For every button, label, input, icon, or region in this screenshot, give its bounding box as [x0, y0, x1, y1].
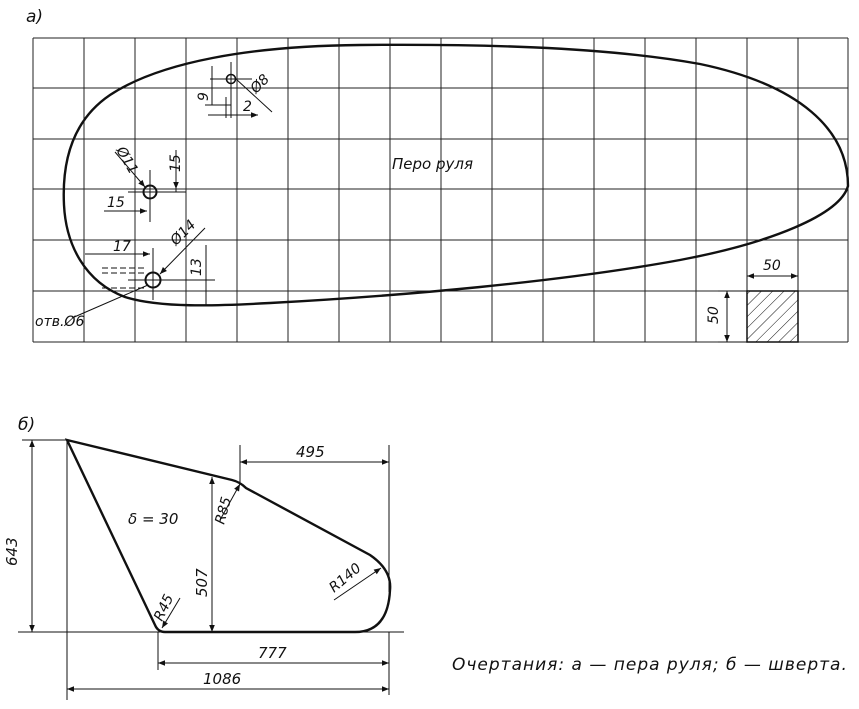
- dim-643: 643: [3, 537, 21, 566]
- rudder-blade-outline: [62, 43, 850, 307]
- dim-r45: R45: [151, 592, 177, 624]
- figure-caption: Очертания: а — пера руля; б — шверта.: [452, 655, 848, 675]
- part-a-diagram: а): [26, 7, 850, 343]
- hole-d14: Ø14 17 13 отв.Ø6: [35, 217, 215, 330]
- part-b-diagram: б) 643 507 R85 495 R140 R45 δ = 30 777: [3, 415, 404, 700]
- hole-d8: 9 2 Ø8: [196, 62, 273, 118]
- scale-height-label: 50: [706, 306, 722, 324]
- hole-d11: Ø11 15 15: [104, 143, 186, 222]
- scale-width-label: 50: [763, 258, 781, 274]
- thickness-label: δ = 30: [128, 510, 178, 528]
- scale-square: 50 50: [706, 258, 799, 343]
- dim-13: 13: [189, 258, 205, 276]
- dim-1086: 1086: [203, 670, 241, 688]
- dim-495: 495: [296, 443, 325, 461]
- dim-r140: R140: [326, 560, 364, 596]
- rudder-blade-label: Перо руля: [392, 155, 473, 173]
- part-a-letter: а): [26, 7, 43, 27]
- dim-15-horizontal: 15: [107, 195, 125, 211]
- hole-d6-note: отв.Ø6: [35, 314, 84, 330]
- dim-2: 2: [243, 99, 252, 115]
- dim-r85: R85: [212, 495, 235, 526]
- dim-9: 9: [196, 92, 212, 101]
- dim-d14: Ø14: [167, 217, 199, 249]
- dim-507: 507: [193, 568, 211, 597]
- dim-777: 777: [258, 644, 287, 662]
- centerboard-outline: [64, 438, 392, 634]
- dim-15-vertical: 15: [168, 154, 184, 172]
- dim-17: 17: [113, 239, 131, 255]
- dim-d11: Ø11: [112, 143, 141, 177]
- part-b-letter: б): [18, 415, 35, 435]
- dim-d8: Ø8: [247, 71, 273, 97]
